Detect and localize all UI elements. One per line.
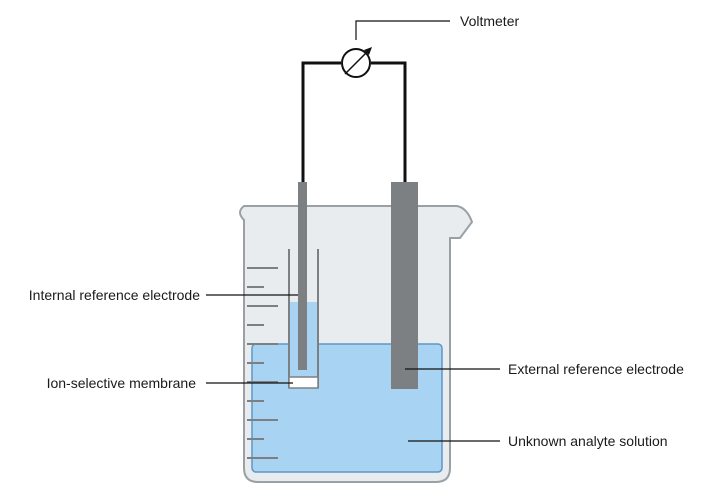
label-ion-selective-membrane: Ion-selective membrane — [47, 375, 197, 391]
leader-voltmeter — [355, 20, 450, 40]
leader-lines — [206, 20, 500, 442]
label-external-reference-electrode: External reference electrode — [508, 361, 684, 377]
graduation-marks — [247, 267, 278, 459]
wire-left — [301, 61, 341, 182]
label-internal-reference-electrode: Internal reference electrode — [29, 287, 200, 303]
label-voltmeter: Voltmeter — [460, 13, 519, 29]
label-unknown-analyte-solution: Unknown analyte solution — [508, 433, 668, 449]
external-reference-electrode — [391, 182, 418, 389]
wire-right — [371, 61, 407, 182]
ion-selective-membrane — [288, 376, 319, 389]
internal-reference-electrode — [298, 182, 307, 370]
voltmeter-icon — [341, 47, 372, 78]
